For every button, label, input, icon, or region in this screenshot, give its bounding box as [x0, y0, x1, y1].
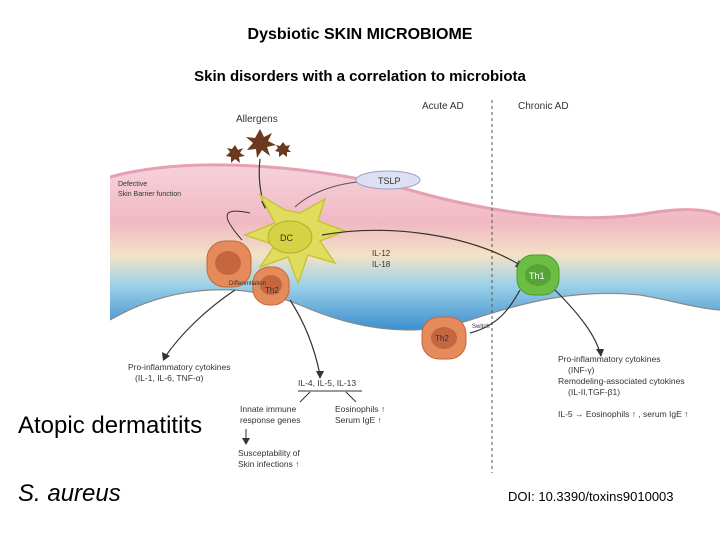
tslp-bubble	[355, 170, 421, 190]
innate-label-line2: response genes	[240, 415, 301, 425]
dc-to-th2-arrow	[226, 210, 251, 241]
th1-label: Th1	[529, 271, 545, 281]
remodeling-line2: (IL-II,TGF-β1)	[568, 387, 620, 397]
switch-arrow	[469, 289, 521, 334]
skin-surface	[110, 163, 720, 220]
phase-chronic-label: Chronic AD	[518, 101, 569, 112]
disease-label: Atopic dermatitits	[18, 412, 203, 439]
dc-to-th1-arrow	[321, 229, 521, 266]
susceptibility-line2: Skin infections ↑	[238, 459, 299, 469]
il-cluster-label: IL-4, IL-5, IL-13	[298, 378, 356, 388]
remodeling-line1: Remodeling-associated cytokines	[558, 376, 685, 386]
barrier-label-line2: Skin Barrier function	[118, 191, 181, 198]
barrier-label-line1: Defective	[118, 181, 147, 188]
slide-subtitle: Skin disorders with a correlation to mic…	[194, 68, 526, 85]
serum-ige-label: Serum IgE ↑	[335, 415, 382, 425]
slide-title: Dysbiotic SKIN MICROBIOME	[247, 26, 473, 43]
th2-label-skin: Th2	[265, 286, 279, 295]
doi-reference: DOI: 10.3390/toxins9010003	[508, 489, 674, 504]
allergen-particles-icon	[226, 129, 291, 163]
tslp-label: TSLP	[378, 176, 401, 186]
th1-to-chronic-arrow	[554, 289, 601, 354]
th2-label-lower: Th2	[435, 334, 449, 343]
th2-to-il-arrow	[289, 299, 321, 376]
proinflam-title: Pro-inflammatory cytokines	[128, 362, 231, 372]
il12-label: IL-12	[372, 249, 391, 258]
chronic-cytokines-line1: Pro-inflammatory cytokines	[558, 354, 661, 364]
skin-layer	[110, 164, 720, 330]
phase-acute-label: Acute AD	[422, 101, 464, 112]
switch-label: Switch	[472, 324, 490, 330]
il18-label: IL-18	[372, 260, 391, 269]
il5-line: IL-5 → Eosinophils ↑ , serum IgE ↑	[558, 409, 688, 419]
proinflam-list: (IL-1, IL-6, TNF-α)	[135, 373, 204, 383]
dc-to-proinflam-arrow	[164, 289, 236, 358]
atopic-dermatitis-diagram: Acute AD Chronic AD Allergens Defective …	[110, 100, 720, 473]
eosinophils-label: Eosinophils ↑	[335, 404, 385, 414]
chronic-cytokines-line2: (INF-γ)	[568, 365, 595, 375]
susceptibility-line1: Susceptability of	[238, 448, 301, 458]
organism-label: S. aureus	[18, 480, 121, 507]
allergens-label: Allergens	[236, 114, 278, 125]
innate-label-line1: Innate immune	[240, 404, 296, 414]
differentiation-label: Differentiation	[229, 281, 266, 287]
dc-label: DC	[280, 233, 293, 243]
